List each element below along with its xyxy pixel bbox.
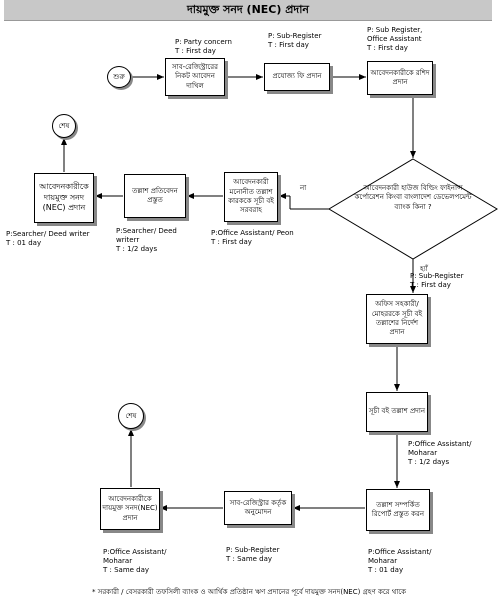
note-line: P:Searcher/ Deed xyxy=(116,227,177,235)
note-pay-fee: P: Sub-Register T : First day xyxy=(268,32,321,50)
note-line: T : First day xyxy=(175,47,216,56)
supply-index-book-box: আবেদনকারী মনোনীত তল্লাশ কারককে সূচী বই স… xyxy=(224,172,278,222)
note-submit-application: P: Party concern T : First day xyxy=(175,38,232,56)
page-title: দায়মুক্ত সনদ (NEC) প্রদান xyxy=(4,0,492,21)
note-line: T : First day xyxy=(367,44,408,53)
instruct-search-box: অফিস সহকারী/ মোহররকে সূচী বই তল্লাশের নি… xyxy=(366,294,428,344)
note-line: P:Searcher/ Deed writer xyxy=(6,230,90,238)
note-line: P:Office Assistant/ xyxy=(368,548,432,556)
sub-registrar-approval-box: সাব-রেজিস্ট্রার কর্তৃক অনুমোদন xyxy=(224,491,292,525)
no-label: না xyxy=(300,184,307,192)
note-line: T : First day xyxy=(268,41,309,50)
note-line: T : Same day xyxy=(226,555,273,564)
note-issue-receipt: P: Sub Register, Office Assistant T : Fi… xyxy=(367,26,422,53)
note-prepare-report: P:Office Assistant/ Moharar T : 01 day xyxy=(368,548,432,575)
issue-nec-box-bottom: আবেদনকারীকে দায়মুক্ত সনদ(NEC) প্রদান xyxy=(100,488,160,530)
note-line: Moharar xyxy=(103,557,133,566)
note-line: P: Sub-Register xyxy=(226,546,280,554)
note-line: P:Office Assistant/ xyxy=(103,548,167,556)
issue-receipt-box: আবেদনকারীকে রশিদ প্রদান xyxy=(367,61,433,95)
prepare-search-report-box: তল্লাশ প্রতিবেদন প্রস্তুত xyxy=(124,174,186,218)
submit-application-box: সাব-রেজিস্ট্রারের নিকট আবেদন দাখিল xyxy=(165,58,225,96)
note-line: P:Office Assistant/ xyxy=(408,440,472,448)
end-node-top: শেষ xyxy=(52,114,76,138)
pay-fee-box: প্রযোজ্য ফি প্রদান xyxy=(264,63,330,91)
end-node-bottom: শেষ xyxy=(118,403,144,429)
note-line: T : First day xyxy=(410,281,451,290)
note-line: T : 1/2 days xyxy=(408,458,450,467)
note-line: T : Same day xyxy=(103,566,150,575)
note-line: T : 01 day xyxy=(6,239,42,248)
note-sub-registrar-approval: P: Sub-Register T : Same day xyxy=(226,546,279,564)
note-line: P: Sub-Register xyxy=(268,32,322,40)
note-yes-branch: P: Sub-Register T : First day xyxy=(410,272,463,290)
note-line: Moharar xyxy=(408,449,438,458)
footnote: * সরকারী / বেসরকারী তফসিলী ব্যাংক ও আর্থ… xyxy=(91,588,407,596)
prepare-report-box: তল্লাশ সম্পর্কিত রিপোর্ট প্রস্তুত করন xyxy=(366,489,430,531)
note-issue-nec-left: P:Searcher/ Deed writer T : 01 day xyxy=(6,230,90,248)
decision-text: আবেদনকারী হাউজ বিল্ডিং ফাইনান্স কর্পোরেশ… xyxy=(354,184,472,211)
note-supply-index-book: P:Office Assistant/ Peon T : First day xyxy=(211,229,294,247)
search-index-book-box: সূচী বই তল্লাশ প্রদান xyxy=(366,392,428,432)
note-line: P: Sub-Register xyxy=(410,272,464,280)
note-line: P: Party concern xyxy=(175,38,232,46)
note-issue-nec-bottom: P:Office Assistant/ Moharar T : Same day xyxy=(103,548,167,575)
start-node: শুরু xyxy=(107,66,131,88)
note-line: T : 01 day xyxy=(368,566,404,575)
note-search-index-book: P:Office Assistant/ Moharar T : 1/2 days xyxy=(408,440,472,467)
note-line: Office Assistant xyxy=(367,35,422,44)
yes-label: হ্যাঁ xyxy=(420,265,428,273)
note-prepare-search-report: P:Searcher/ Deed writerr T : 1/2 days xyxy=(116,227,177,254)
note-line: Moharar xyxy=(368,557,398,566)
note-line: P: Sub Register, xyxy=(367,26,423,34)
note-line: T : First day xyxy=(211,238,252,247)
note-line: T : 1/2 days xyxy=(116,245,158,254)
note-line: writerr xyxy=(116,236,140,245)
note-line: P:Office Assistant/ Peon xyxy=(211,229,294,237)
issue-nec-box-left: আবেদনকারীকে দায়মুক্ত সনদ (NEC) প্রদান xyxy=(34,173,94,223)
